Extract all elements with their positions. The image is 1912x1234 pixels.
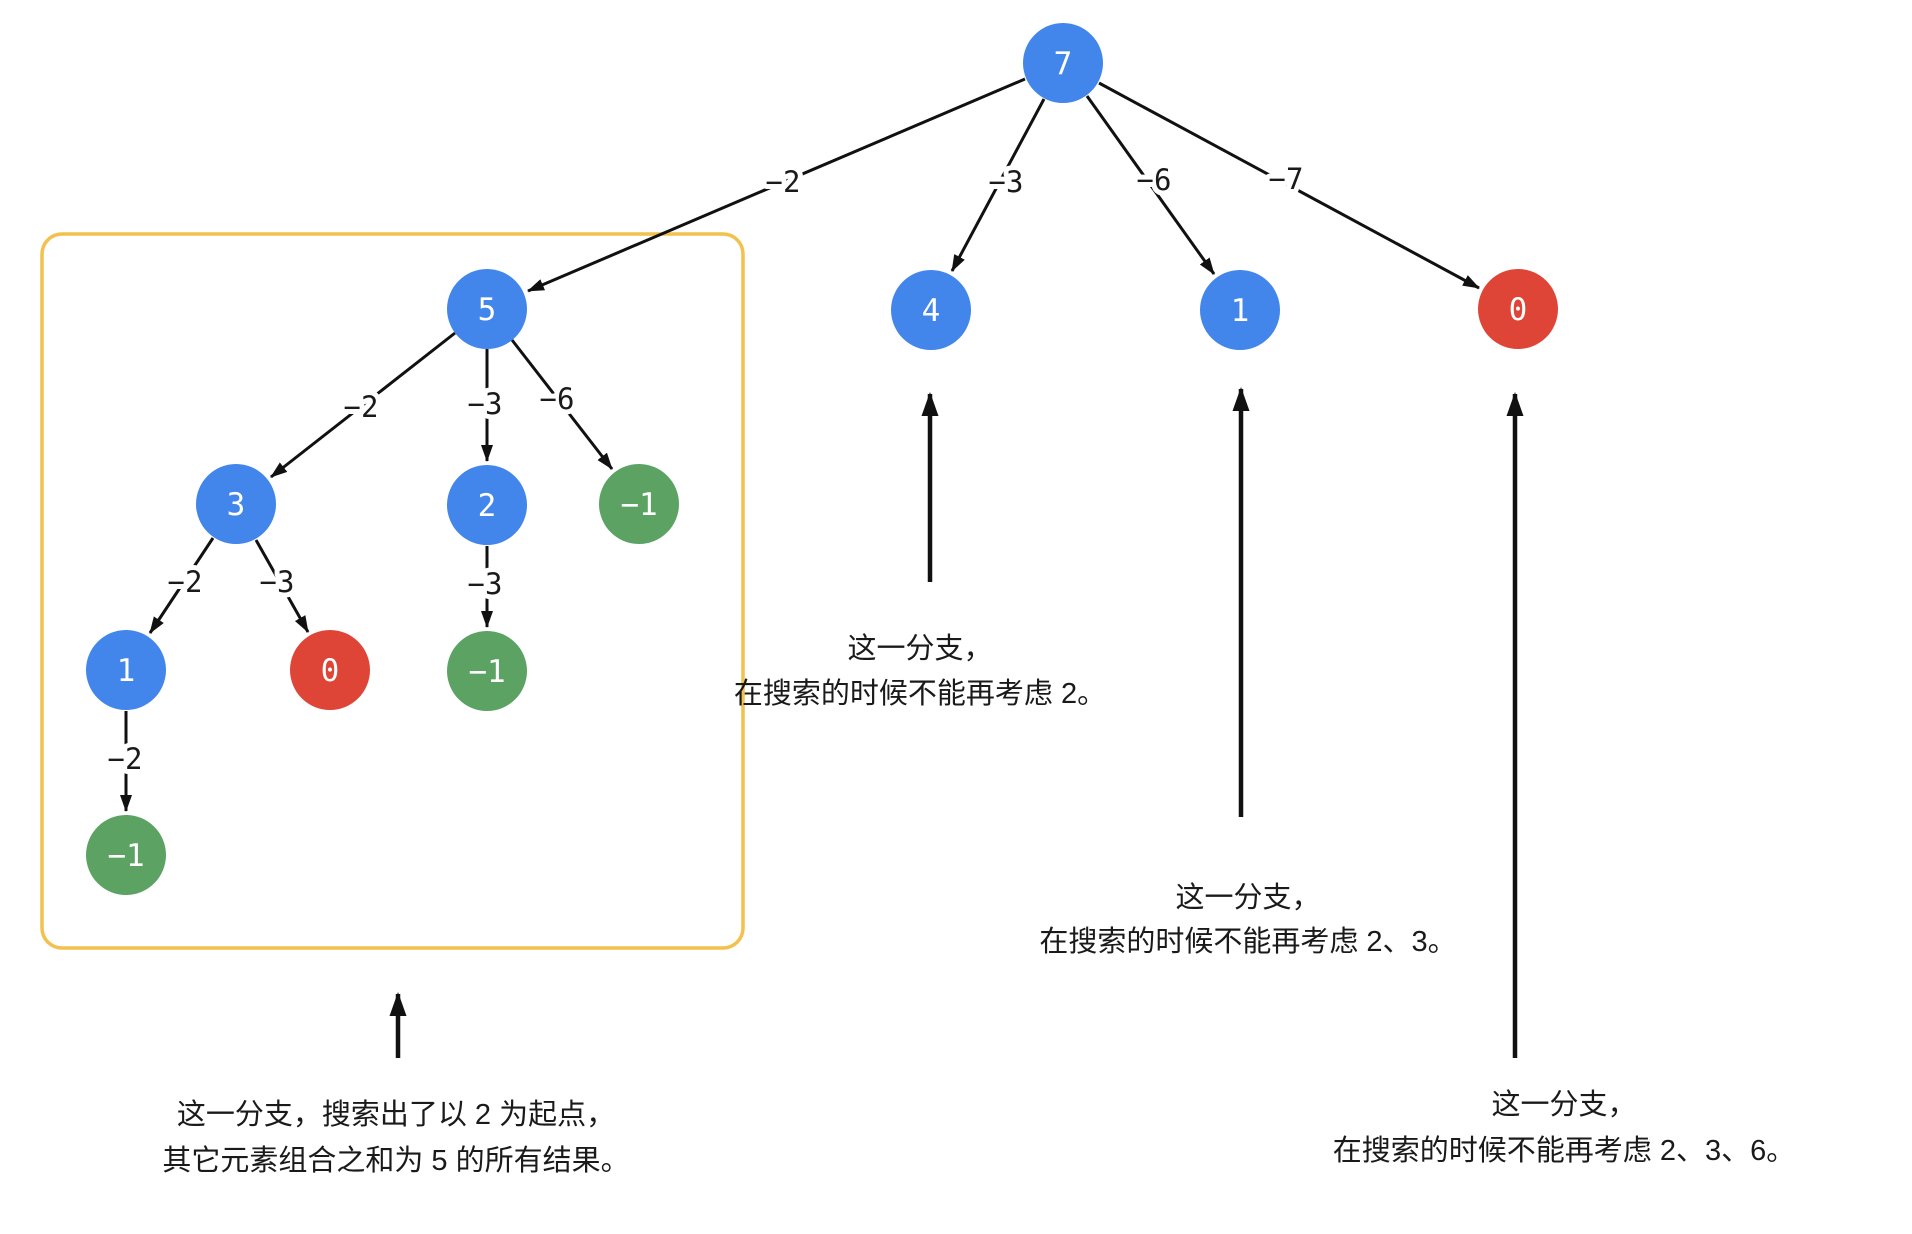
node-l2-4: 4 [891,270,971,350]
node-l4-1: 1 [86,630,166,710]
node-l2-0-value: 0 [1509,292,1528,328]
node-l4-1-value: 1 [117,653,136,689]
box-note-line2: 其它元素组合之和为 5 的所有结果。 [162,1144,629,1177]
edge-7-5 [527,77,1026,293]
tree-edges [120,77,1480,812]
node-l2-4-circle [891,270,971,350]
node-l5-neg1-circle [86,815,166,895]
node-l3-3-circle [196,464,276,544]
node-l3-neg1-circle [599,464,679,544]
node-l3-neg1: −1 [599,464,679,544]
node-l3-neg1-value: −1 [620,487,657,523]
edge-3-1 [148,537,215,634]
node-l5-neg1: −1 [86,815,166,895]
node-l2-5-circle [447,269,527,349]
edge-labels: −2 −3 −6 −7 −2 −3 −6 −2 −3 −3 −2 [103,157,1309,781]
edge-5-3 [270,331,456,479]
node-l4-0-value: 0 [321,653,340,689]
edge-5-neg1 [510,339,614,470]
node-root: 7 [1023,23,1103,103]
node-l4-neg1-circle [447,631,527,711]
exclude-2-3-note-line1: 这一分支， [1175,881,1320,914]
annotation-arrows [389,387,1524,1058]
node-root-value: 7 [1054,46,1073,82]
node-l2-5: 5 [447,269,527,349]
node-l2-1-value: 1 [1231,293,1250,329]
node-root-circle [1023,23,1103,103]
node-l3-3: 3 [196,464,276,544]
edge-label-3-1: −2 [168,565,203,599]
edge-label-5-2: −3 [468,387,503,421]
exclude-2-note-line2: 在搜索的时候不能再考虑 2。 [734,677,1106,710]
exclude-2-note-line1: 这一分支， [847,632,992,665]
edge-label-7-1: −6 [1137,163,1172,197]
highlight-box [40,232,745,950]
edge-label-5-neg1: −6 [540,382,575,416]
annotation-notes: 这一分支， 在搜索的时候不能再考虑 2。 这一分支， 在搜索的时候不能再考虑 2… [162,632,1795,1177]
node-l2-0-circle [1478,269,1558,349]
node-l2-1-circle [1200,270,1280,350]
node-l3-2-value: 2 [478,488,497,524]
edge-7-0 [1098,81,1480,290]
exclude-2-3-6-note-line2: 在搜索的时候不能再考虑 2、3、6。 [1333,1134,1795,1167]
tree-nodes: 7 5 4 1 0 3 2 −1 [86,23,1558,895]
node-l2-0: 0 [1478,269,1558,349]
node-l2-5-value: 5 [478,292,497,328]
exclude-2-3-6-note-line1: 这一分支， [1491,1088,1636,1121]
node-l3-2: 2 [447,465,527,545]
node-l2-1: 1 [1200,270,1280,350]
node-l4-0: 0 [290,630,370,710]
node-l4-neg1: −1 [447,631,527,711]
edge-label-2-neg1: −3 [468,567,503,601]
node-l4-1-circle [86,630,166,710]
exclude-2-3-note-line2: 在搜索的时候不能再考虑 2、3。 [1039,925,1456,958]
edge-label-5-3: −2 [344,390,379,424]
edge-7-1 [1085,95,1216,275]
node-l5-neg1-value: −1 [107,838,144,874]
edge-label-3-0: −3 [260,565,295,599]
node-l4-0-circle [290,630,370,710]
edge-3-0 [254,539,310,633]
edge-label-7-4: −3 [989,165,1024,199]
box-note-line1: 这一分支，搜索出了以 2 为起点， [177,1098,615,1131]
node-l4-neg1-value: −1 [468,654,505,690]
edge-label-7-5: −2 [766,165,801,199]
node-l2-4-value: 4 [922,293,941,329]
edge-label-1-neg1: −2 [108,742,143,776]
edge-label-7-0: −7 [1269,162,1304,196]
edge-7-4 [950,98,1046,272]
node-l3-2-circle [447,465,527,545]
node-l3-3-value: 3 [227,487,246,523]
